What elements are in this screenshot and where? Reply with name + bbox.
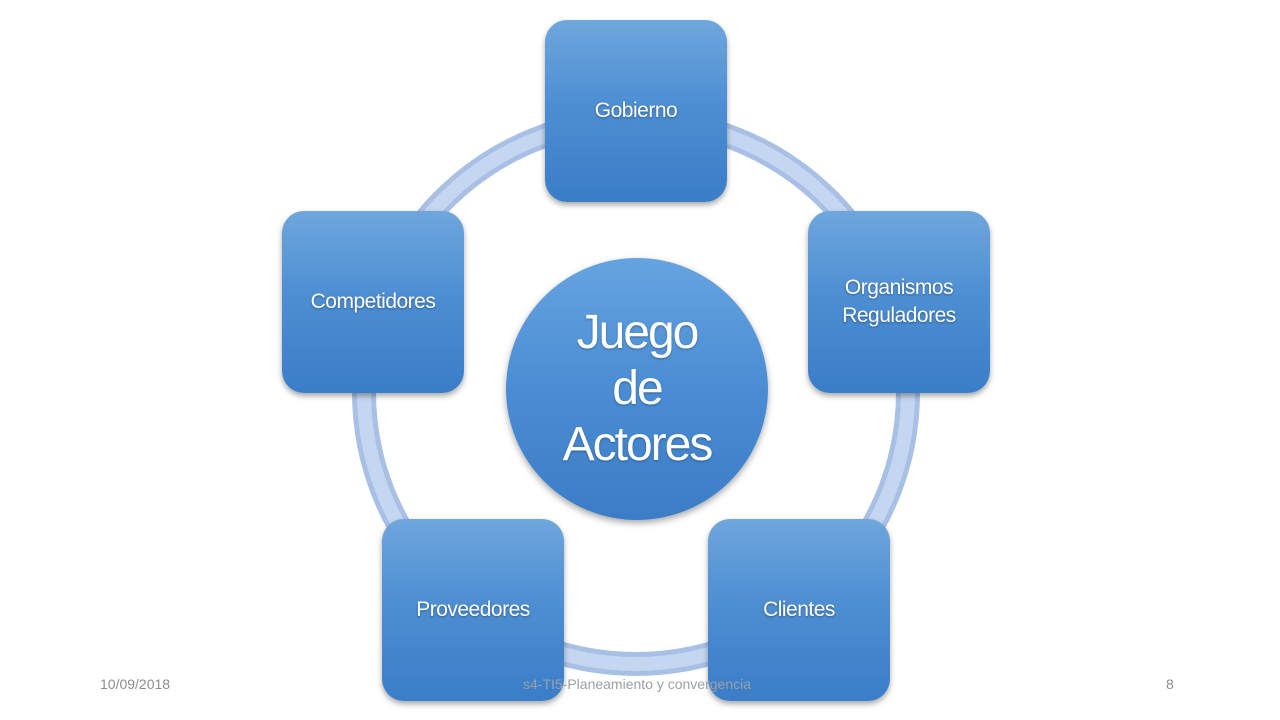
node-proveedores: Proveedores	[382, 519, 564, 701]
node-organismos-reguladores-label: Organismos Reguladores	[842, 276, 956, 327]
node-organismos-reguladores: Organismos Reguladores	[808, 211, 990, 393]
node-gobierno-label: Gobierno	[594, 99, 678, 122]
node-clientes: Clientes	[708, 519, 890, 701]
node-gobierno: Gobierno	[545, 20, 727, 202]
footer-page-number: 8	[1166, 676, 1174, 692]
footer-title: s4-TI5-Planeamiento y convergencia	[523, 676, 752, 692]
node-proveedores-label: Proveedores	[416, 598, 530, 621]
center-circle: Juego de Actores	[506, 258, 768, 520]
footer-date: 10/09/2018	[100, 676, 171, 692]
node-clientes-label: Clientes	[763, 598, 835, 621]
node-competidores-label: Competidores	[310, 290, 436, 313]
node-competidores: Competidores	[282, 211, 464, 393]
center-label: Juego de Actores	[562, 306, 714, 471]
